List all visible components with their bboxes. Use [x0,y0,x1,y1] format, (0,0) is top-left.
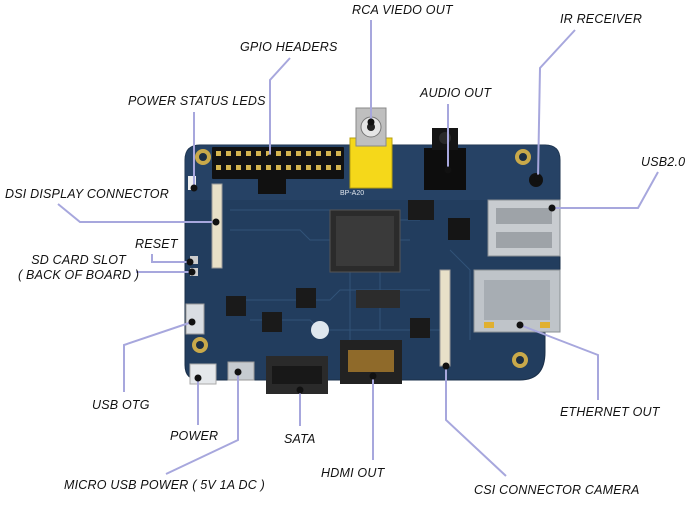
callout-dot [367,118,375,126]
reset-line [151,254,190,263]
ethernet-component [473,269,561,333]
gpio-pin [256,151,261,156]
label-ir-receiver: IR RECEIVER [560,12,643,26]
label-sd-card-slot-line2: ( BACK OF BOARD ) [18,268,140,282]
sata-component [266,356,328,394]
label-sata: SATA [284,432,316,446]
label-power-status-leds: POWER STATUS LEDS [128,94,266,108]
gpio-pin [326,151,331,156]
gpio-pin [286,151,291,156]
gpio-pin [256,165,261,170]
gpio-pin [246,151,251,156]
csi-line [445,366,507,477]
gpio-pin [296,151,301,156]
callout-dot [534,174,542,182]
label-gpio-headers: GPIO HEADERS [240,40,338,54]
mounting-holes [192,149,531,368]
callout-dot [188,268,196,276]
gpio-pin [236,165,241,170]
gpio-pin [266,165,271,170]
gpio-pin [336,165,341,170]
power-button-component [189,363,217,385]
label-power: POWER [170,429,219,443]
callout-dot [234,368,242,376]
callout-dot [188,318,196,326]
usb2-line [552,171,659,209]
label-hdmi-out: HDMI OUT [321,466,385,480]
label-csi-connector-camera: CSI CONNECTOR CAMERA [474,483,640,497]
audio-jack-component [424,128,466,190]
label-audio-out: AUDIO OUT [420,86,492,100]
gpio-pin [216,165,221,170]
callout-dot [516,321,524,329]
microusb-line [165,372,239,475]
callout-dot [296,386,304,394]
callout-dot [369,372,377,380]
callout-dot [212,218,220,226]
gpio-pin [246,165,251,170]
label-sd-card-slot: SD CARD SLOT ( BACK OF BOARD ) [18,253,139,283]
label-reset: RESET [135,237,178,251]
eth-line [519,324,599,400]
chips [226,200,470,339]
gpio-pin [326,165,331,170]
gpio-pin [226,165,231,170]
label-micro-usb-power: MICRO USB POWER ( 5V 1A DC ) [64,478,265,492]
callout-dot [548,204,556,212]
label-dsi-display-connector: DSI DISPLAY CONNECTOR [5,187,169,201]
callout-dot [266,154,274,162]
callout-dot [442,362,450,370]
rca-connector-component [349,107,393,189]
gpio-pin [286,165,291,170]
gpio-pin [216,151,221,156]
callout-dot [186,258,194,266]
otg-line [123,321,193,392]
board-silkscreen: BP-A20 [340,190,364,197]
gpio-header-component [212,147,344,194]
callout-dot [190,184,198,192]
gpio-pin [266,151,271,156]
gpio-pin [316,151,321,156]
callout-dot [194,374,202,382]
hdmi-component [340,340,402,384]
usb-otg-component [185,303,205,335]
gpio-pin [236,151,241,156]
label-usb2: USB2.0 [641,155,686,169]
gpio-line [269,57,291,158]
callout-lines [57,20,659,477]
usb2-component [487,199,561,257]
gpio-pin [306,151,311,156]
callout-dots [186,118,556,394]
gpio-pin [296,165,301,170]
gpio-pin [276,151,281,156]
gpio-pin [306,165,311,170]
label-sd-card-slot-line1: SD CARD SLOT [31,253,127,267]
label-usb-otg: USB OTG [92,398,150,412]
ir-line [537,29,576,179]
callout-dot [444,166,452,174]
gpio-pin [336,151,341,156]
gpio-pin [276,165,281,170]
dsi-line [57,203,216,223]
gpio-pin [316,165,321,170]
gpio-pin [226,151,231,156]
label-ethernet-out: ETHERNET OUT [560,405,660,419]
label-rca-video-out: RCA VIEDO OUT [352,3,453,17]
